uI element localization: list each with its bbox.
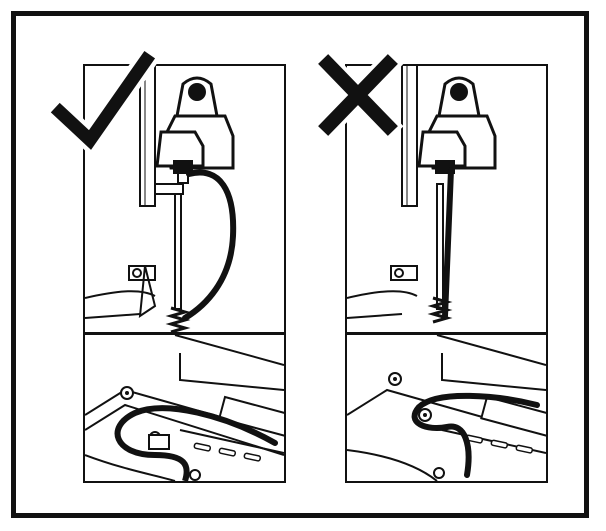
incorrect-hose-view — [345, 333, 548, 483]
valve-head — [155, 76, 235, 184]
incorrect-valve-view — [345, 64, 548, 334]
correct-hose-view — [83, 333, 286, 483]
valve-head-right — [417, 76, 497, 174]
correct-valve-view — [83, 64, 286, 334]
hose-correct-route — [182, 169, 237, 321]
hose-incorrect-route — [442, 167, 454, 319]
